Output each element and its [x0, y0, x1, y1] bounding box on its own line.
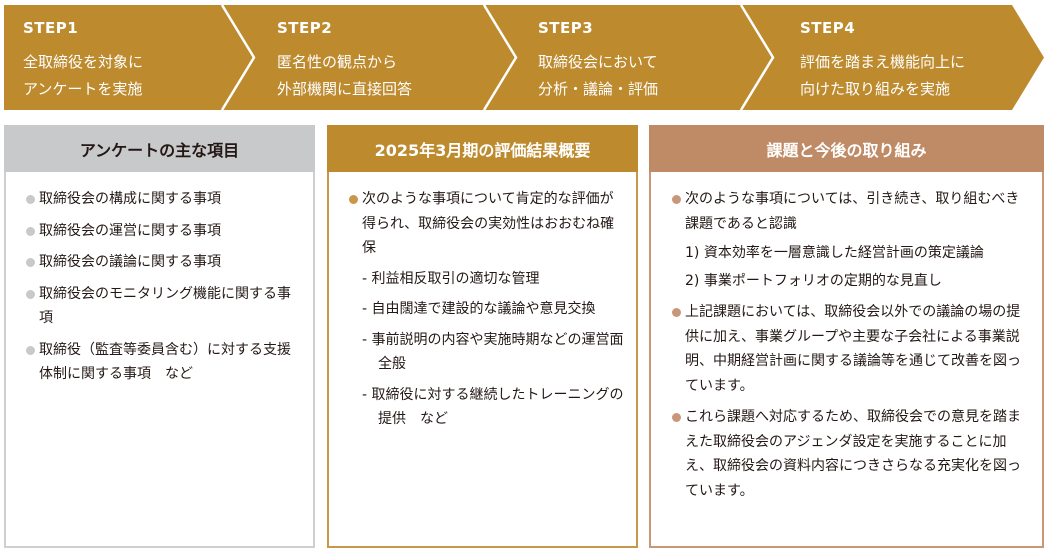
item-text: 取締役会の構成に関する事項: [39, 191, 221, 207]
survey-items-panel: アンケートの主な項目 取締役会の構成に関する事項 取締役会の運営に関する事項 取…: [4, 125, 315, 548]
list-item: 次のような事項については、引き続き、取り組むべき課題であると認識 1) 資本効率…: [672, 187, 1032, 293]
list-item: これら課題へ対応するため、取締役会での意見を踏まえた取締役会のアジェンダ設定を実…: [672, 405, 1032, 503]
step-label: STEP3: [538, 19, 594, 37]
list-item: 上記課題においては、取締役会以外での議論の場の提供に加え、事業グループや主要な子…: [672, 300, 1032, 398]
sub-item: - 利益相反取引の適切な管理: [362, 270, 540, 287]
step-line: アンケートを実施: [23, 80, 143, 98]
list-item: 取締役会のモニタリング機能に関する事項: [26, 282, 301, 331]
list-item: 次のような事項について肯定的な評価が得られ、取締役会の実効性はおおむね確保 - …: [349, 187, 626, 432]
step-line: 向けた取り組みを実施: [800, 80, 951, 98]
step-line: 外部機関に直接回答: [277, 80, 413, 98]
item-text: 取締役会の運営に関する事項: [39, 222, 221, 239]
list-item: 取締役会の構成に関する事項: [26, 187, 301, 212]
bullet-dot-icon: [26, 195, 35, 204]
bullet-dot-icon: [26, 226, 35, 236]
panel-title: 2025年3月期の評価結果概要: [327, 125, 638, 172]
step-description: 取締役会において 分析・議論・評価: [538, 49, 658, 103]
panel-title: アンケートの主な項目: [4, 125, 315, 172]
panel-title: 課題と今後の取り組み: [649, 125, 1044, 172]
step-label: STEP1: [23, 19, 79, 37]
step-line: 評価を踏まえ機能向上に: [800, 53, 966, 71]
item-text: 取締役会の議論に関する事項: [39, 254, 221, 270]
survey-item-list: 取締役会の構成に関する事項 取締役会の運営に関する事項 取締役会の議論に関する事…: [26, 187, 301, 394]
bullet-dot-icon: [672, 195, 681, 204]
positive-items: - 利益相反取引の適切な管理 - 自由闊達で建設的な議論や意見交換 - 事前説明…: [362, 267, 626, 432]
bullet-dot-icon: [26, 289, 35, 299]
numbered-issues: 1) 資本効率を一層意識した経営計画の策定議論 2) 事業ポートフォリオの定期的…: [685, 241, 1032, 293]
step-label: STEP2: [277, 19, 333, 37]
item-text: 上記課題においては、取締役会以外での議論の場の提供に加え、事業グループや主要な子…: [685, 304, 1021, 394]
step-description: 全取締役を対象に アンケートを実施: [23, 49, 143, 103]
step-line: 分析・議論・評価: [538, 80, 659, 98]
issues-list: 次のような事項については、引き続き、取り組むべき課題であると認識 1) 資本効率…: [672, 187, 1032, 510]
bullet-dot-icon: [672, 413, 681, 422]
bullet-dot-icon: [672, 308, 681, 317]
item-text: これら課題へ対応するため、取締役会での意見を踏まえた取締役会のアジェンダ設定を実…: [685, 409, 1021, 499]
item-text: 取締役（監査等委員含む）に対する支援体制に関する事項 など: [39, 341, 291, 383]
item-text: 次のような事項については、引き続き、取り組むべき課題であると認識: [685, 191, 1020, 232]
list-item: 取締役会の運営に関する事項: [26, 219, 301, 244]
numbered-item: 1) 資本効率を一層意識した経営計画の策定議論: [685, 245, 984, 261]
step-description: 匿名性の観点から 外部機関に直接回答: [277, 49, 412, 103]
evaluation-list: 次のような事項について肯定的な評価が得られ、取締役会の実効性はおおむね確保 - …: [349, 187, 626, 438]
evaluation-summary-panel: 2025年3月期の評価結果概要 次のような事項について肯定的な評価が得られ、取締…: [327, 125, 638, 548]
panel-body: 次のような事項については、引き続き、取り組むべき課題であると認識 1) 資本効率…: [649, 172, 1044, 548]
list-item: 取締役（監査等委員含む）に対する支援体制に関する事項 など: [26, 338, 301, 387]
panel-body: 取締役会の構成に関する事項 取締役会の運営に関する事項 取締役会の議論に関する事…: [4, 172, 315, 548]
step-line: 取締役会において: [538, 53, 658, 71]
step-line: 匿名性の観点から: [277, 53, 398, 71]
item-text: 次のような事項について肯定的な評価が得られ、取締役会の実効性はおおむね確保: [362, 191, 615, 256]
sub-item: - 取締役に対する継続したトレーニングの提供 など: [362, 386, 624, 428]
sub-item: - 事前説明の内容や実施時期などの運営面全般: [362, 331, 624, 373]
item-text: 取締役会のモニタリング機能に関する事項: [39, 285, 291, 327]
step-label: STEP4: [800, 19, 856, 37]
panel-body: 次のような事項について肯定的な評価が得られ、取締役会の実効性はおおむね確保 - …: [327, 172, 638, 548]
step-description: 評価を踏まえ機能向上に 向けた取り組みを実施: [800, 49, 965, 103]
step-flow: STEP1 全取締役を対象に アンケートを実施 STEP2 匿名性の観点から 外…: [4, 5, 1044, 110]
step-line: 全取締役を対象に: [23, 53, 144, 71]
list-item: 取締役会の議論に関する事項: [26, 250, 301, 275]
issues-actions-panel: 課題と今後の取り組み 次のような事項については、引き続き、取り組むべき課題である…: [649, 125, 1044, 548]
bullet-dot-icon: [349, 195, 358, 204]
bullet-dot-icon: [26, 258, 35, 267]
chevron-arrow-shapes: [4, 5, 1044, 110]
sub-item: - 自由闊達で建設的な議論や意見交換: [362, 301, 596, 317]
bullet-dot-icon: [26, 345, 35, 355]
numbered-item: 2) 事業ポートフォリオの定期的な見直し: [685, 272, 942, 289]
